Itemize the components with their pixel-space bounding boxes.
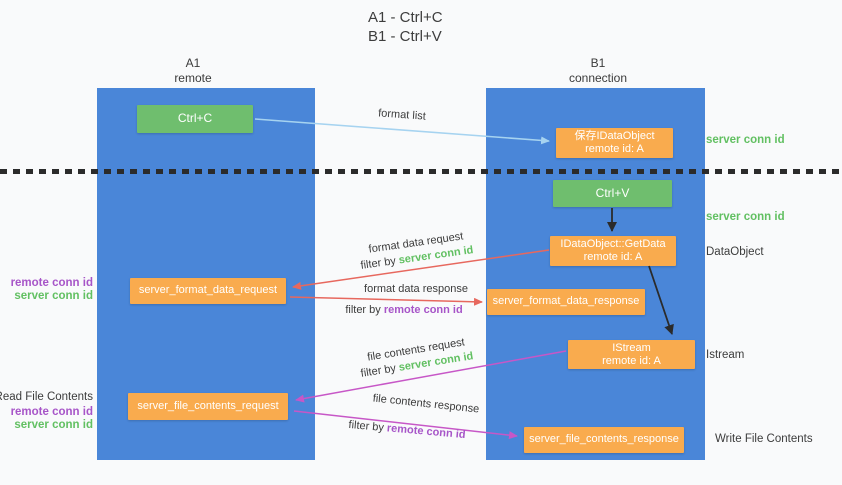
save-dataobject-line1: 保存IDataObject	[574, 130, 655, 142]
left-column-role: remote	[174, 71, 212, 85]
server-conn-id-text: server conn id	[14, 419, 93, 431]
istream-line1: IStream	[612, 341, 651, 354]
right-column-role: connection	[568, 71, 628, 85]
format-list-label: format list	[377, 107, 427, 123]
istream-node: IStream remote id: A	[568, 340, 695, 369]
file-contents-response-label: file contents response	[372, 392, 480, 416]
remote-conn-id-text: remote conn id	[10, 406, 93, 418]
server-format-data-request-label: server_format_data_request	[138, 284, 278, 297]
server-conn-id-text: server conn id	[14, 290, 93, 302]
read-file-contents-label: Read File Contents	[0, 391, 93, 403]
filter-by-remote-conn-id-label-2: filter by remote conn id	[340, 418, 475, 442]
filter-by-text: filter by	[359, 255, 397, 272]
ctrl-c-node: Ctrl+C	[137, 105, 253, 133]
right-column-id: B1	[590, 56, 606, 70]
left-conn-id-pair-1: remote conn id server conn id	[11, 277, 93, 303]
title-line-2: B1 - Ctrl+V	[368, 28, 442, 45]
ctrl-v-label: Ctrl+V	[595, 185, 630, 200]
diagram-title: A1 - Ctrl+C B1 - Ctrl+V	[368, 8, 443, 46]
format-data-response-label: format data response	[364, 283, 468, 295]
filter-by-remote-conn-id-label-1: filter by remote conn id	[338, 304, 470, 316]
server-conn-id-right-2: server conn id	[706, 211, 785, 223]
title-line-1: A1 - Ctrl+C	[368, 9, 443, 26]
remote-conn-id-text: remote conn id	[383, 304, 463, 316]
write-file-contents-label: Write File Contents	[715, 433, 813, 445]
idataobject-getdata-node: IDataObject::GetData remote id: A	[550, 236, 676, 266]
server-file-contents-request-node: server_file_contents_request	[128, 393, 288, 420]
left-conn-id-pair-2: remote conn id server conn id	[11, 406, 93, 432]
server-file-contents-response-node: server_file_contents_response	[524, 427, 684, 453]
ctrl-c-label: Ctrl+C	[177, 111, 213, 126]
left-column-id: A1	[185, 56, 201, 70]
save-dataobject-line2: remote id: A	[585, 143, 644, 155]
remote-conn-id-text: remote conn id	[386, 422, 466, 442]
filter-by-text: filter by	[345, 304, 381, 316]
dataobject-label: DataObject	[706, 246, 764, 258]
left-column-header: A1 remote	[123, 56, 263, 86]
server-conn-id-right-1: server conn id	[706, 134, 785, 146]
format-data-response-arrow	[289, 296, 483, 306]
istream-side-label: Istream	[706, 349, 745, 361]
istream-line2: remote id: A	[602, 354, 661, 367]
remote-conn-id-text: remote conn id	[10, 277, 93, 289]
ctrl-v-node: Ctrl+V	[553, 180, 672, 207]
right-column-header: B1 connection	[528, 56, 668, 86]
phase-separator-dashed-line	[0, 169, 842, 174]
filter-by-text: filter by	[359, 362, 397, 380]
save-dataobject-node: 保存IDataObject remote id: A	[556, 128, 673, 158]
filter-by-text: filter by	[348, 418, 385, 434]
getdata-line2: remote id: A	[583, 251, 643, 263]
server-format-data-response-node: server_format_data_response	[487, 289, 645, 315]
server-format-data-request-node: server_format_data_request	[130, 278, 286, 304]
server-format-data-response-label: server_format_data_response	[492, 295, 640, 308]
server-file-contents-response-label: server_file_contents_response	[529, 433, 679, 446]
getdata-line1: IDataObject::GetData	[560, 238, 666, 250]
server-file-contents-request-label: server_file_contents_request	[137, 399, 279, 412]
